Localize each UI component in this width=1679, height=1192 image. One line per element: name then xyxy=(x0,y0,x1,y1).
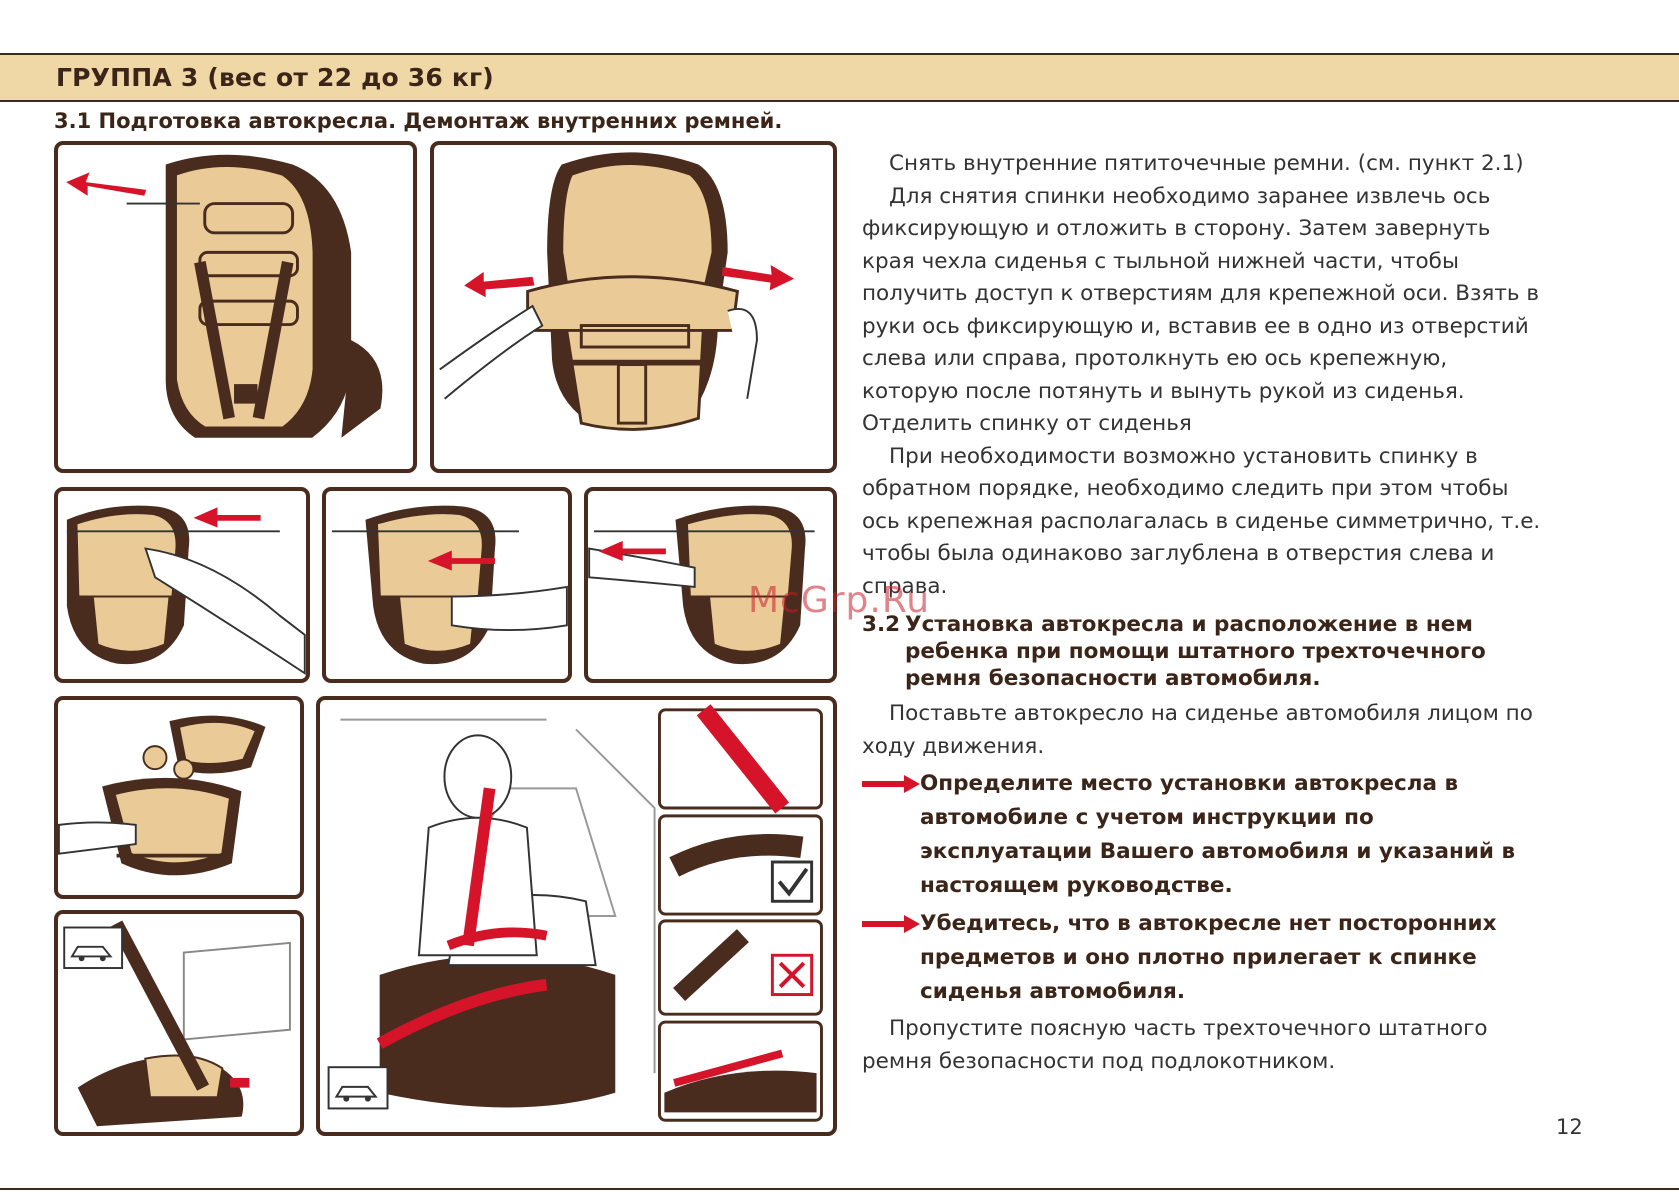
section-title-3-1: 3.1 Подготовка автокресла. Демонтаж внут… xyxy=(54,109,783,133)
red-arrow-icon xyxy=(721,265,795,291)
check-icon xyxy=(770,860,814,903)
section-title-text: Установка автокресла и расположение в не… xyxy=(905,612,1486,691)
red-arrow-icon xyxy=(193,507,261,528)
illustration-car-belt-routing xyxy=(54,910,304,1136)
paragraph-place-seat: Поставьте автокресло на сиденье автомоби… xyxy=(862,701,1533,759)
paragraph-lap-belt: Пропустите поясную часть трехточечного ш… xyxy=(862,1016,1488,1074)
paragraph-remove-straps: Снять внутренние пятиточечные ремни. (см… xyxy=(889,151,1524,176)
illustration-axle-step-1 xyxy=(54,487,310,683)
red-arrow-icon xyxy=(464,271,535,298)
illustration-separate-back xyxy=(54,696,304,899)
bullet-text: Определите место установки автокресла в … xyxy=(920,771,1516,898)
watermark: McGrp.Ru xyxy=(748,580,931,621)
red-arrow-icon xyxy=(66,172,147,196)
bottom-rule xyxy=(0,1188,1679,1190)
bullet-item: Убедитесь, что в автокресле нет посторон… xyxy=(862,907,1542,1009)
paragraph-remove-back: Для снятия спинки необходимо заранее изв… xyxy=(862,183,1540,437)
page-title: ГРУППА 3 (вес от 22 до 36 кг) xyxy=(56,63,494,92)
bullet-item: Определите место установки автокресла в … xyxy=(862,767,1542,903)
illustration-axle-step-3 xyxy=(584,487,837,683)
red-arrow-icon xyxy=(862,775,920,793)
header-band: ГРУППА 3 (вес от 22 до 36 кг) xyxy=(0,55,1679,102)
illustration-seat-back-pull xyxy=(54,141,417,473)
illustration-cover-fold xyxy=(430,141,837,473)
section-title-3-2: 3.2 Установка автокресла и расположение … xyxy=(862,611,1542,692)
bullet-text: Убедитесь, что в автокресле нет посторон… xyxy=(920,911,1497,1004)
red-arrow-icon xyxy=(862,915,920,933)
illustration-axle-step-2 xyxy=(322,487,572,683)
car-forward-icon xyxy=(327,1066,389,1110)
red-arrow-icon xyxy=(598,540,666,562)
red-arrow-icon xyxy=(427,550,495,571)
text-column: Снять внутренние пятиточечные ремни. (см… xyxy=(862,148,1542,1078)
illustration-child-in-booster xyxy=(316,696,837,1136)
section-number: 3.2 xyxy=(862,612,901,637)
top-rule xyxy=(0,53,1679,55)
page-number: 12 xyxy=(1556,1115,1583,1139)
paragraph-reinstall-back: При необходимости возможно установить сп… xyxy=(862,443,1541,599)
